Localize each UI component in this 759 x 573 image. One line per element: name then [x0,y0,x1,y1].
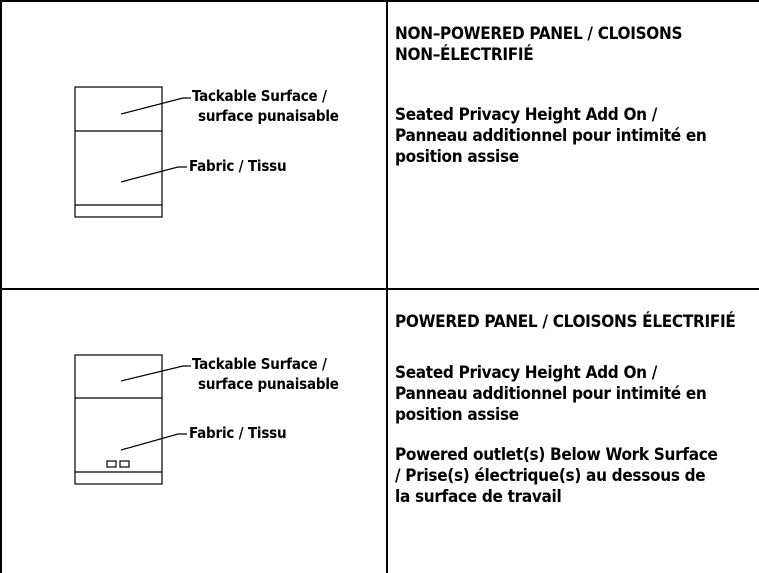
panel-type-title: NON–POWERED PANEL / CLOISONS [395,24,683,44]
outlet-description-line: Powered outlet(s) Below Work Surface [395,445,718,465]
outlet-description-line: / Prise(s) électrique(s) au dessous de [395,466,706,486]
non-powered-panel-description: NON–POWERED PANEL / CLOISONS NON–ÉLECTRI… [395,24,755,168]
panel-type-title-cont: NON–ÉLECTRIFIÉ [395,45,534,65]
powered-panel-description: POWERED PANEL / CLOISONS ÉLECTRIFIÉ Seat… [395,312,757,508]
panel-outline [74,354,163,485]
add-on-description-line: position assise [395,405,519,425]
tackable-surface-label: Tackable Surface / [192,355,327,373]
outlet-icon [106,460,117,468]
row-divider [0,288,759,290]
panel-type-title: POWERED PANEL / CLOISONS ÉLECTRIFIÉ [395,312,736,332]
fabric-label: Fabric / Tissu [189,424,287,442]
tackable-surface-label: Tackable Surface / [192,87,327,105]
add-on-description-line: position assise [395,147,519,167]
tackable-surface-label-fr: surface punaisable [198,375,339,393]
add-on-description-line: Panneau additionnel pour intimité en [395,126,707,146]
tackable-leader-line [120,365,191,382]
fabric-label: Fabric / Tissu [189,157,287,175]
fabric-leader-line [120,166,187,183]
add-on-description-line: Seated Privacy Height Add On / [395,363,658,383]
powered-panel-drawing [74,354,191,485]
outlet-description-line: la surface de travail [395,487,562,507]
outlet-icon [119,460,130,468]
tackable-leader-line [120,97,191,115]
top-border [0,0,759,2]
column-divider [386,0,388,573]
fabric-leader-line [120,433,187,451]
left-border [0,0,2,573]
tackable-surface-label-fr: surface punaisable [198,107,339,125]
add-on-description-line: Panneau additionnel pour intimité en [395,384,707,404]
add-on-description-line: Seated Privacy Height Add On / [395,105,658,125]
non-powered-panel-drawing [74,86,191,218]
panel-outline [74,86,163,218]
